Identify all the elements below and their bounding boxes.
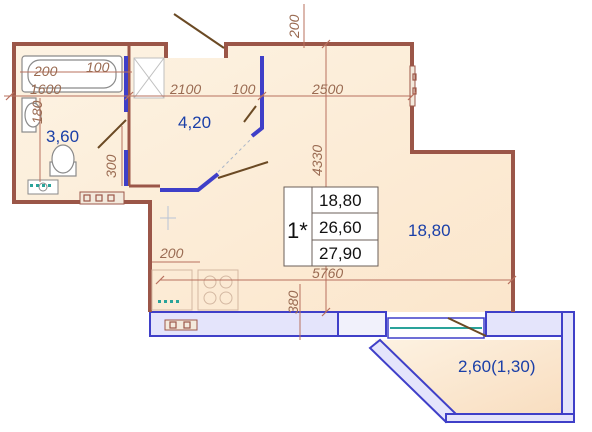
facade-wall-strip-right [485,311,573,337]
dim-5760: 5760 [312,265,343,281]
bathtub [21,55,123,93]
room-area-bathroom: 3,60 [46,127,79,146]
dim-100-bath: 100 [86,59,110,75]
room-area-loggia: 2,60(1,30) [458,357,536,376]
apartment-floor [14,44,513,312]
hallway-partition [124,56,264,192]
dim-2100: 2100 [169,81,201,97]
sink [21,97,42,133]
kitchen-counter [151,269,239,311]
hallway-door-opening [217,137,253,173]
balcony-wall-right [561,311,575,423]
balcony-wall-bottom [445,413,575,423]
toilet [49,144,77,177]
apartment-summary: 1* 18,80 26,60 27,90 [283,186,379,267]
shower-tray [133,57,165,99]
dim-200-bath: 200 [33,63,58,79]
dim-200-kitchen: 200 [159,245,184,261]
door-leaves [97,13,487,337]
dimension-labels: 200 200 100 1600 2100 100 2500 180 300 4… [29,14,343,314]
balcony-wall-top [337,311,387,337]
interior-walls [127,44,160,188]
dim-100-mid: 100 [232,81,256,97]
apartment-number: 1* [287,218,308,243]
area-total-with-loggia: 27,90 [319,244,362,263]
dim-2500: 2500 [311,81,343,97]
loggia-floor [375,340,572,422]
dim-1600: 1600 [30,81,61,97]
area-living: 18,80 [319,191,362,210]
dim-380: 380 [285,290,301,314]
dim-300: 300 [103,154,119,178]
dim-200-top: 200 [286,14,302,39]
dim-180: 180 [29,100,45,124]
room-area-living: 18,80 [408,221,451,240]
room-area-hallway: 4,20 [178,113,211,132]
dimension-lines [4,4,512,340]
dim-4330: 4330 [309,145,325,176]
area-total: 26,60 [319,218,362,237]
